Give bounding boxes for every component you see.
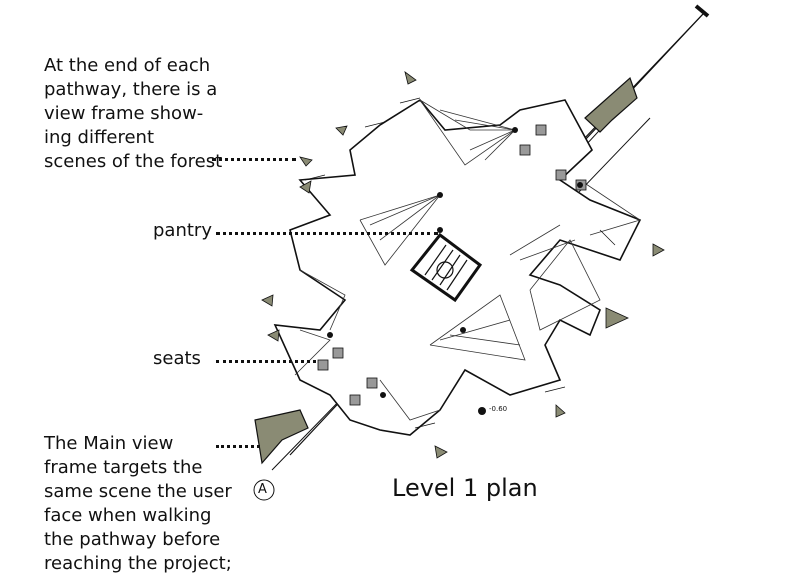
seats-leader [216, 360, 316, 363]
section-marker-circle [253, 479, 275, 501]
view-frame-leader [212, 158, 296, 161]
main-view-leader [216, 445, 260, 448]
section-cut-line [271, 394, 346, 471]
level-mark-label: -0.60 [489, 405, 508, 413]
stair-block [409, 232, 483, 303]
main-arrows [254, 76, 638, 465]
seats-label: seats [153, 348, 201, 369]
plan-title: Level 1 plan [392, 474, 538, 502]
section-marker-label: A [258, 482, 267, 497]
arrow-lower-left [254, 409, 309, 465]
pantry-leader [216, 232, 438, 235]
pantry-label: pantry [153, 220, 212, 241]
level-marker-icon [478, 407, 486, 415]
main-view-note: The Main view frame targets the same sce… [44, 433, 232, 574]
section-end-mark [694, 4, 710, 18]
view-frame-note: At the end of each pathway, there is a v… [44, 55, 223, 172]
arrow-upper-right [584, 76, 638, 133]
